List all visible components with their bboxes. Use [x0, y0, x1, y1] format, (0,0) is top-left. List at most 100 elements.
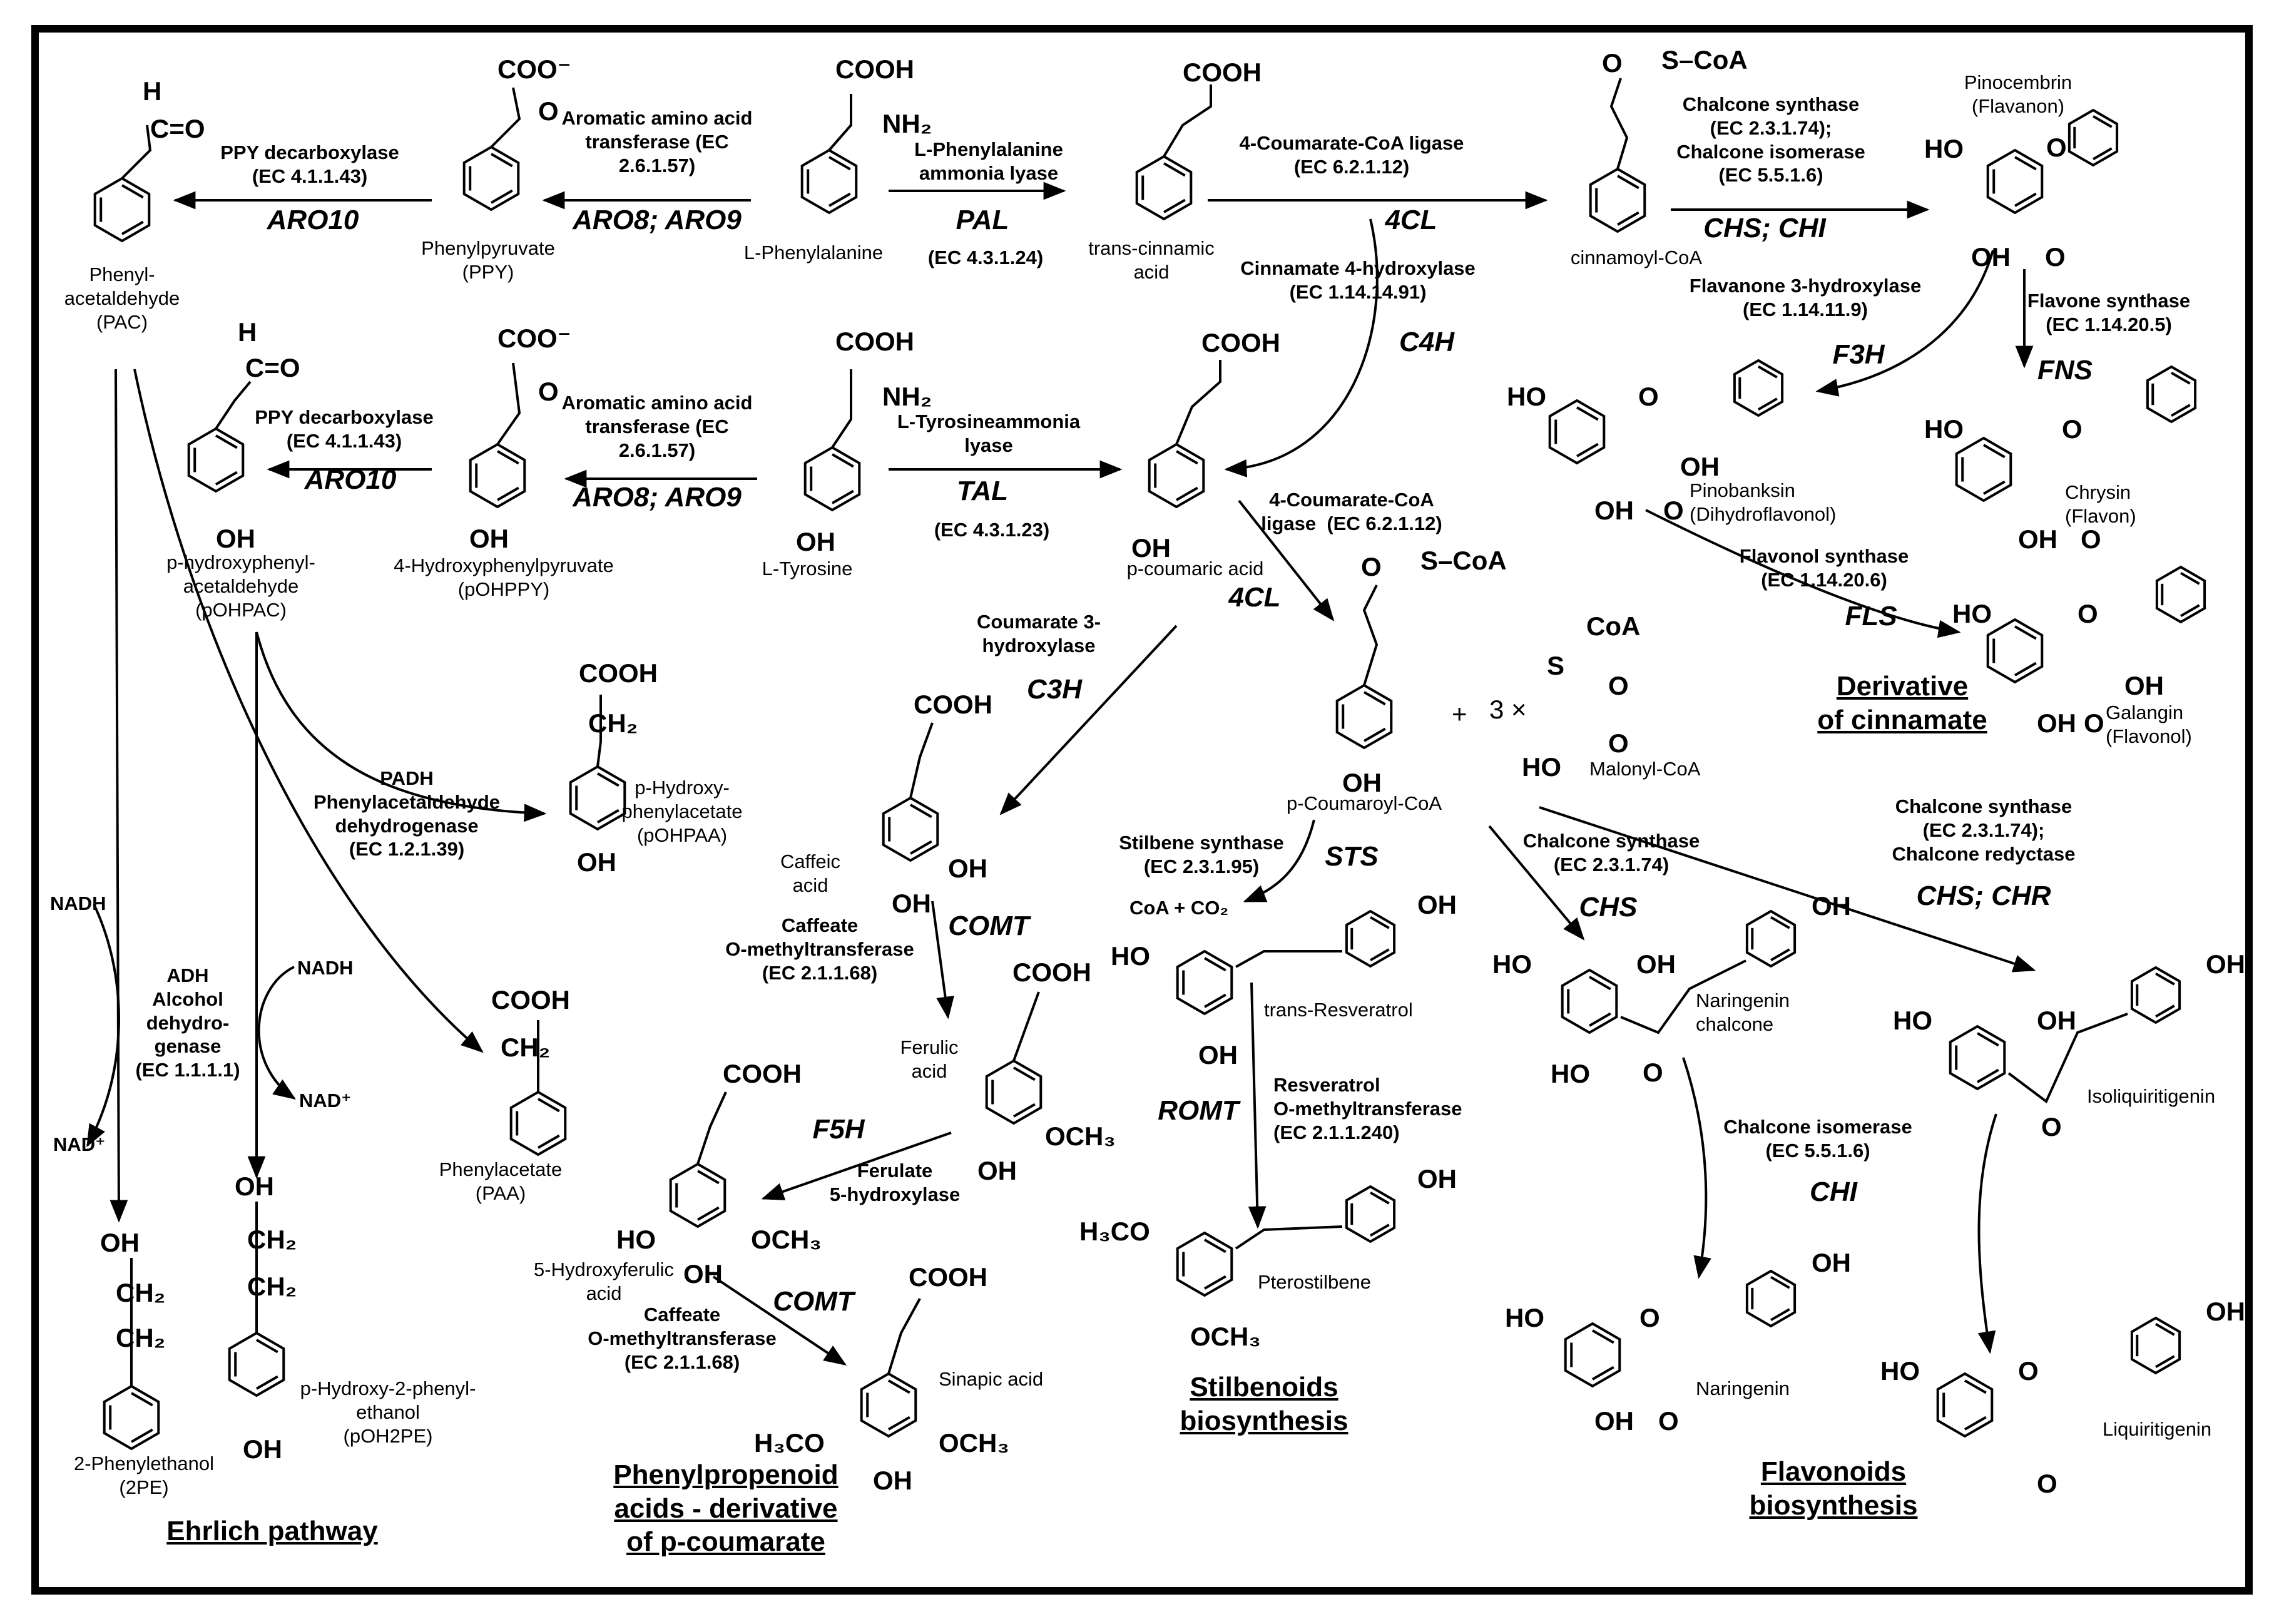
gene-chs: CHS — [1579, 892, 1638, 922]
group-och3: OCH₃ — [1190, 1322, 1261, 1351]
compound-liquiritigenin: Liquiritigenin — [2103, 1418, 2212, 1440]
section-ehrlich-pathway: Ehrlich pathway — [166, 1516, 378, 1546]
group-oh: OH — [1680, 452, 1720, 481]
benzene-ring — [1176, 949, 1233, 1016]
group-o: O — [2062, 414, 2083, 444]
aromatic-bond — [496, 450, 519, 465]
compound-2-phenylethanol: 2-Phenylethanol (2PE) — [73, 1453, 215, 1498]
aromatic-bond — [490, 189, 513, 204]
aromatic-bond — [910, 804, 932, 819]
group-o: O — [1608, 728, 1629, 758]
aromatic-bond — [1591, 1329, 1614, 1344]
aromatic-bond — [1176, 450, 1198, 465]
compound-l-phenylalanine: L-Phenylalanine — [743, 242, 884, 263]
group-o: O — [1643, 1058, 1663, 1087]
group-ho: HO — [1551, 1059, 1590, 1088]
group-oh: OH — [948, 854, 987, 883]
group-h3co: H₃CO — [754, 1428, 825, 1458]
reaction-arrow — [133, 369, 484, 1053]
benzene-ring — [1986, 148, 2044, 215]
aromatic-bond — [1363, 691, 1386, 706]
aromatic-bond — [131, 1428, 153, 1443]
group-cooh: COOH — [723, 1059, 802, 1088]
group-ch2: CH₂ — [116, 1323, 166, 1352]
group-c-o: C=O — [150, 114, 205, 143]
pohpaa-side-chain — [596, 695, 602, 767]
group-o: O — [2081, 524, 2101, 554]
aromatic-bond — [1588, 976, 1611, 991]
gene-aro8-aro9-2: ARO8; ARO9 — [573, 482, 742, 513]
aromatic-bond — [832, 489, 854, 504]
reaction-arrow — [110, 369, 128, 1223]
aromatic-bond — [1770, 916, 1790, 929]
enzyme-aromatic-aa-transferase-2: Aromatic amino acid transferase (EC 2.6.… — [561, 392, 753, 461]
aromatic-bond — [2179, 571, 2200, 585]
enzyme-4cl-1: 4-Coumarate-CoA ligase (EC 6.2.1.12) — [1239, 132, 1464, 178]
aromatic-bond — [1370, 916, 1390, 929]
compound-trans-resveratrol: trans-Resveratrol — [1264, 999, 1413, 1021]
compound-phenylacetate: Phenylacetate (PAA) — [439, 1158, 563, 1204]
group-o: O — [2045, 242, 2066, 272]
reaction-arrow — [86, 904, 120, 1148]
group-cooh: COOH — [835, 54, 914, 84]
aromatic-bond — [1770, 1308, 1790, 1322]
reaction-arrow — [1248, 982, 1267, 1229]
benzene-ring — [1986, 618, 2044, 684]
aromatic-bond — [832, 453, 854, 468]
group-nh2: NH₂ — [882, 109, 932, 138]
aromatic-bond — [2155, 972, 2175, 986]
benzene-ring — [2130, 966, 2181, 1024]
gene-f5h: F5H — [812, 1114, 865, 1145]
group-oh: OH — [873, 1466, 912, 1495]
group-och3: OCH₃ — [1045, 1121, 1116, 1151]
enzyme-pal: L-Phenylalanine ammonia lyase — [914, 138, 1063, 184]
benzene-ring — [1176, 1231, 1233, 1297]
enzyme-chs-chi: Chalcone synthase (EC 2.3.1.74); Chalcon… — [1676, 93, 1865, 186]
aromatic-bond — [596, 809, 619, 824]
reaction-arrow — [1243, 819, 1315, 902]
group-o: O — [2078, 599, 2098, 628]
gene-tal: TAL — [956, 476, 1009, 506]
reaction-arrow — [1645, 509, 1961, 638]
enzyme-padh: PADH Phenylacetaldehyde dehydrogenase (E… — [313, 767, 501, 861]
tyr-side-chain — [831, 369, 852, 449]
gene-chs-chi: CHS; CHI — [1703, 213, 1826, 243]
enzyme-tal-ec: (EC 4.3.1.23) — [934, 519, 1050, 541]
group-oh: OH — [243, 1434, 282, 1464]
reaction-arrow — [1815, 250, 1994, 397]
aromatic-bond — [496, 486, 519, 501]
group-oh: OH — [1342, 768, 1382, 797]
enzyme-ppy-decarboxylase-1: PPY decarboxylase (EC 4.1.1.43) — [220, 141, 399, 187]
enzyme-comt-2: Caffeate O-methyltransferase (EC 2.1.1.6… — [588, 1304, 777, 1373]
group-ho: HO — [616, 1225, 656, 1254]
benzene-ring — [2146, 365, 2197, 424]
gene-fls: FLS — [1845, 601, 1897, 631]
group-o: O — [1638, 382, 1659, 411]
aromatic-bond — [2092, 115, 2113, 128]
group-oh: OH — [796, 527, 835, 556]
benzene-ring — [800, 148, 858, 215]
compound-pterostilbene: Pterostilbene — [1258, 1271, 1371, 1293]
cofactor-nadh-2: NADH — [297, 957, 354, 979]
aromatic-bond — [215, 434, 238, 449]
aromatic-bond — [1576, 406, 1599, 421]
reaction-arrow — [1488, 825, 1585, 941]
compound-p-hydroxy-2-phenylethanol: p-Hydroxy-2-phenyl- ethanol (pOH2PE) — [300, 1377, 476, 1447]
aromatic-bond — [2170, 404, 2191, 417]
enzyme-chs-chr: Chalcone synthase (EC 2.3.1.74); Chalcon… — [1892, 795, 2076, 865]
aromatic-bond — [537, 1098, 560, 1113]
reaction-arrow — [1977, 1113, 1997, 1354]
group-o: O — [1663, 496, 1684, 525]
group-s-coa: S–CoA — [1661, 45, 1748, 74]
reaction-arrow — [1238, 499, 1335, 621]
group-oh: OH — [2124, 671, 2164, 700]
enzyme-romt: Resveratrol O-methyltransferase (EC 2.1.… — [1273, 1074, 1462, 1143]
benzene-ring — [187, 427, 245, 493]
cofactor-nad-2: NAD⁺ — [299, 1090, 352, 1111]
resveratrol-bridge — [1235, 950, 1342, 968]
group-ho: HO — [1952, 599, 1992, 628]
cinnamoyl-side-chain — [1609, 78, 1629, 170]
benzene-ring — [93, 176, 151, 243]
benzene-ring — [1335, 683, 1393, 750]
reaction-arrow — [931, 901, 954, 1019]
